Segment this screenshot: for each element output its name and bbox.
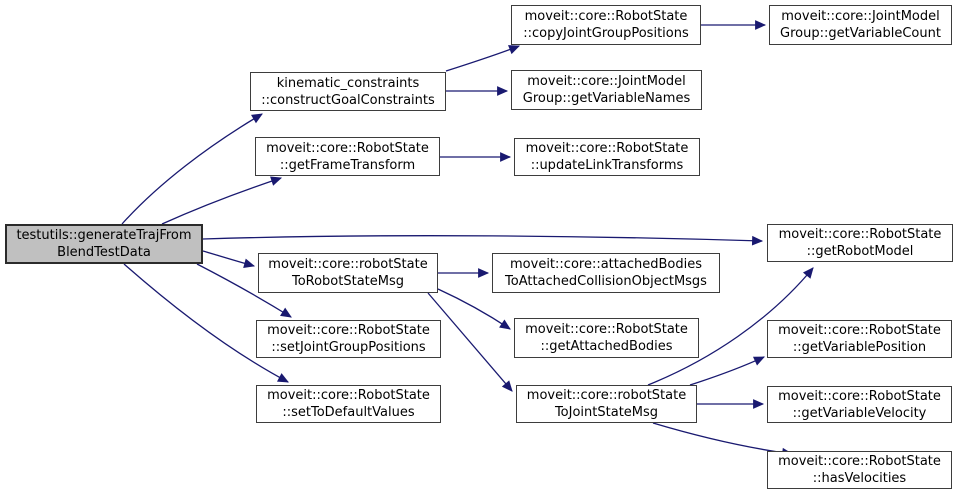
- edge-root-to-set-to-default-values: [123, 263, 289, 383]
- node-label: moveit::core::RobotState ::getAttachedBo…: [525, 322, 688, 354]
- node-attached-bodies-to-attached-collision-object-msgs[interactable]: moveit::core::attachedBodies ToAttachedC…: [492, 253, 720, 293]
- node-label: moveit::core::RobotState ::getRobotModel: [778, 227, 942, 259]
- node-get-attached-bodies[interactable]: moveit::core::RobotState ::getAttachedBo…: [514, 318, 699, 358]
- edge-root-to-get-robot-model: [202, 235, 764, 246]
- edge-joint-state-msg-to-get-variable-position: [689, 356, 766, 386]
- node-label: moveit::core::RobotState ::updateLinkTra…: [525, 141, 689, 173]
- edge-joint-state-msg-to-get-robot-model: [647, 267, 814, 386]
- node-get-frame-transform[interactable]: moveit::core::RobotState ::getFrameTrans…: [255, 137, 440, 176]
- node-label: moveit::core::RobotState ::getVariablePo…: [778, 323, 941, 355]
- edge-root-to-construct-goal-constraints: [121, 113, 263, 225]
- node-label: kinematic_constraints ::constructGoalCon…: [261, 75, 435, 108]
- node-set-to-default-values[interactable]: moveit::core::RobotState ::setToDefaultV…: [256, 385, 441, 423]
- edge-root-to-get-frame-transform: [161, 176, 283, 225]
- node-label: moveit::core::RobotState ::getFrameTrans…: [266, 140, 429, 173]
- node-label: moveit::core::RobotState ::setToDefaultV…: [267, 388, 430, 420]
- node-robot-state-to-joint-state-msg[interactable]: moveit::core::robotState ToJointStateMsg: [516, 385, 697, 423]
- node-label: moveit::core::RobotState ::setJointGroup…: [267, 323, 430, 355]
- edge-robot-state-to-robot-state-msg-to-joint-state-msg: [427, 292, 513, 392]
- node-construct-goal-constraints[interactable]: kinematic_constraints ::constructGoalCon…: [250, 72, 446, 111]
- node-has-velocities[interactable]: moveit::core::RobotState ::hasVelocities: [767, 451, 952, 489]
- edge-joint-state-msg-to-has-velocities: [652, 422, 794, 458]
- node-generate-traj-from-blend-test-data: testutils::generateTrajFrom BlendTestDat…: [5, 224, 203, 264]
- node-label: moveit::core::RobotState ::hasVelocities: [778, 454, 941, 486]
- edge-root-to-robot-state-to-robot-state-msg: [202, 250, 256, 269]
- node-update-link-transforms[interactable]: moveit::core::RobotState ::updateLinkTra…: [514, 138, 700, 176]
- node-get-variable-velocity[interactable]: moveit::core::RobotState ::getVariableVe…: [767, 386, 952, 423]
- node-get-variable-position[interactable]: moveit::core::RobotState ::getVariablePo…: [767, 320, 952, 358]
- node-label: testutils::generateTrajFrom BlendTestDat…: [16, 228, 192, 260]
- node-robot-state-to-robot-state-msg[interactable]: moveit::core::robotState ToRobotStateMsg: [258, 253, 438, 293]
- node-label: moveit::core::robotState ToRobotStateMsg: [268, 257, 428, 289]
- node-set-joint-group-positions[interactable]: moveit::core::RobotState ::setJointGroup…: [256, 320, 441, 358]
- edge-root-to-set-joint-group-positions: [196, 263, 292, 318]
- node-label: moveit::core::robotState ToJointStateMsg: [526, 388, 687, 420]
- edge-construct-goal-constraints-to-copy-joint-group-positions: [445, 45, 521, 72]
- node-label: moveit::core::JointModel Group::getVaria…: [780, 9, 941, 41]
- node-get-variable-names[interactable]: moveit::core::JointModel Group::getVaria…: [511, 70, 702, 110]
- node-label: moveit::core::JointModel Group::getVaria…: [522, 74, 691, 106]
- edge-robot-state-to-robot-state-msg-to-get-attached-bodies: [437, 288, 511, 330]
- node-copy-joint-group-positions[interactable]: moveit::core::RobotState ::copyJointGrou…: [511, 5, 701, 45]
- node-label: moveit::core::attachedBodies ToAttachedC…: [505, 257, 707, 289]
- node-get-robot-model[interactable]: moveit::core::RobotState ::getRobotModel: [767, 224, 953, 262]
- node-get-variable-count[interactable]: moveit::core::JointModel Group::getVaria…: [769, 5, 952, 45]
- node-label: moveit::core::RobotState ::copyJointGrou…: [523, 9, 689, 41]
- node-label: moveit::core::RobotState ::getVariableVe…: [778, 388, 941, 421]
